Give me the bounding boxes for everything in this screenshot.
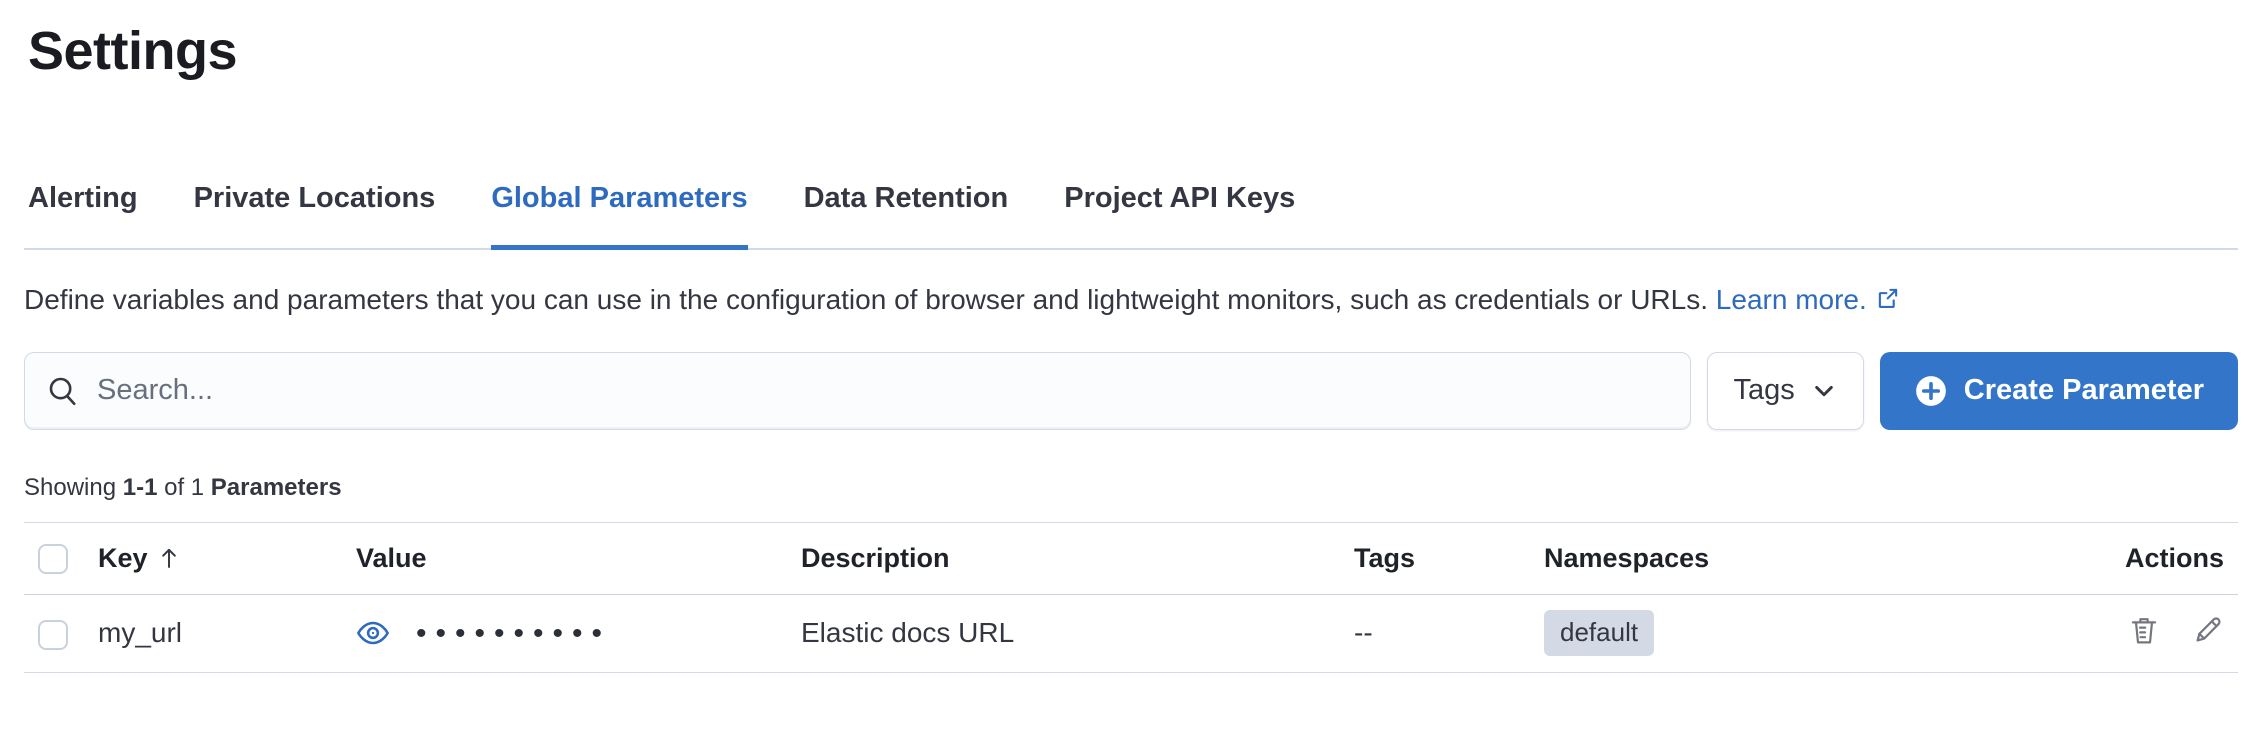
results-range: 1-1: [122, 473, 158, 501]
masked-value: ••••••••••: [416, 617, 612, 651]
settings-tabs: Alerting Private Locations Global Parame…: [24, 180, 2238, 250]
external-link-icon: [1878, 288, 1897, 308]
tab-alerting[interactable]: Alerting: [28, 181, 138, 214]
param-namespaces-cell: default: [1534, 594, 1966, 672]
settings-page: Settings Alerting Private Locations Glob…: [24, 21, 2238, 673]
column-header-value[interactable]: Value: [356, 542, 427, 573]
reveal-value-eye-icon[interactable]: [356, 616, 390, 650]
page-title: Settings: [28, 21, 238, 81]
search-icon: [49, 377, 76, 405]
tags-filter-button[interactable]: Tags: [1706, 351, 1864, 430]
tags-filter-label: Tags: [1733, 374, 1795, 407]
row-checkbox[interactable]: [38, 619, 68, 650]
tab-global-parameters[interactable]: Global Parameters: [491, 180, 748, 250]
namespace-badge: default: [1544, 610, 1655, 657]
column-header-namespaces[interactable]: Namespaces: [1544, 542, 1710, 573]
param-value-cell: ••••••••••: [356, 616, 781, 650]
column-header-actions: Actions: [2124, 542, 2224, 573]
edit-pencil-icon[interactable]: [2192, 614, 2224, 646]
tab-project-api-keys[interactable]: Project API Keys: [1064, 181, 1296, 214]
table-header-row: Key Value Description Tags Namespaces Ac…: [24, 522, 2238, 595]
tab-private-locations[interactable]: Private Locations: [193, 181, 436, 214]
param-actions-cell: [1966, 594, 2238, 672]
tab-data-retention[interactable]: Data Retention: [803, 181, 1009, 214]
page-description: Define variables and parameters that you…: [24, 276, 2238, 324]
column-header-key[interactable]: Key: [98, 543, 182, 574]
param-tags-cell: --: [1354, 617, 1373, 649]
parameters-table: Key Value Description Tags Namespaces Ac…: [24, 522, 2238, 673]
select-all-checkbox[interactable]: [38, 544, 68, 575]
search-input[interactable]: [97, 374, 1668, 408]
results-entity: Parameters: [210, 473, 342, 501]
param-description-cell: Elastic docs URL: [801, 617, 1015, 649]
results-summary: Showing 1-1 of 1 Parameters: [24, 473, 342, 501]
parameters-toolbar: Tags Create Parameter: [24, 351, 2238, 430]
create-parameter-label: Create Parameter: [1963, 374, 2204, 407]
delete-trash-icon[interactable]: [2128, 614, 2160, 646]
description-text: Define variables and parameters that you…: [24, 283, 1709, 315]
learn-more-link[interactable]: Learn more.: [1716, 284, 1901, 315]
search-box[interactable]: [24, 351, 1691, 430]
param-key-cell: my_url: [98, 617, 183, 649]
column-header-tags[interactable]: Tags: [1354, 542, 1416, 573]
create-parameter-button[interactable]: Create Parameter: [1879, 351, 2238, 430]
plus-in-circle-icon: [1915, 375, 1946, 406]
table-row: my_url •••••••••• Elastic docs URL -- de…: [24, 594, 2238, 673]
chevron-down-icon: [1815, 385, 1833, 396]
column-header-description[interactable]: Description: [801, 542, 950, 573]
sort-ascending-icon: [161, 549, 176, 569]
